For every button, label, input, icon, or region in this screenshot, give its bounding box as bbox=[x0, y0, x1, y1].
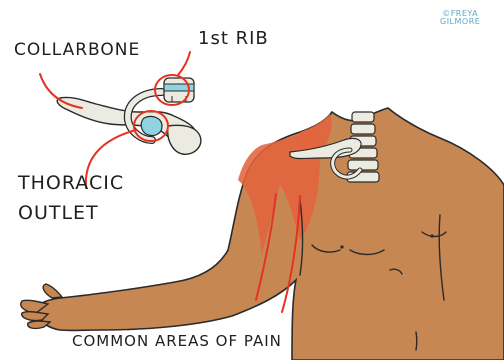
label-outlet: OUTLET bbox=[18, 204, 99, 223]
credit-line-2: GILMORE bbox=[440, 18, 480, 26]
detail-shoulder-bone bbox=[168, 125, 201, 154]
artist-credit: ©FREYA GILMORE bbox=[440, 10, 480, 27]
label-common-areas-of-pain: COMMON AREAS OF PAIN bbox=[72, 334, 282, 349]
label-first-rib: 1st RIB bbox=[198, 30, 269, 48]
detail-outlet-cartilage bbox=[141, 116, 162, 135]
label-collarbone: COLLARBONE bbox=[14, 42, 140, 59]
label-thoracic: THORACIC bbox=[18, 174, 124, 193]
